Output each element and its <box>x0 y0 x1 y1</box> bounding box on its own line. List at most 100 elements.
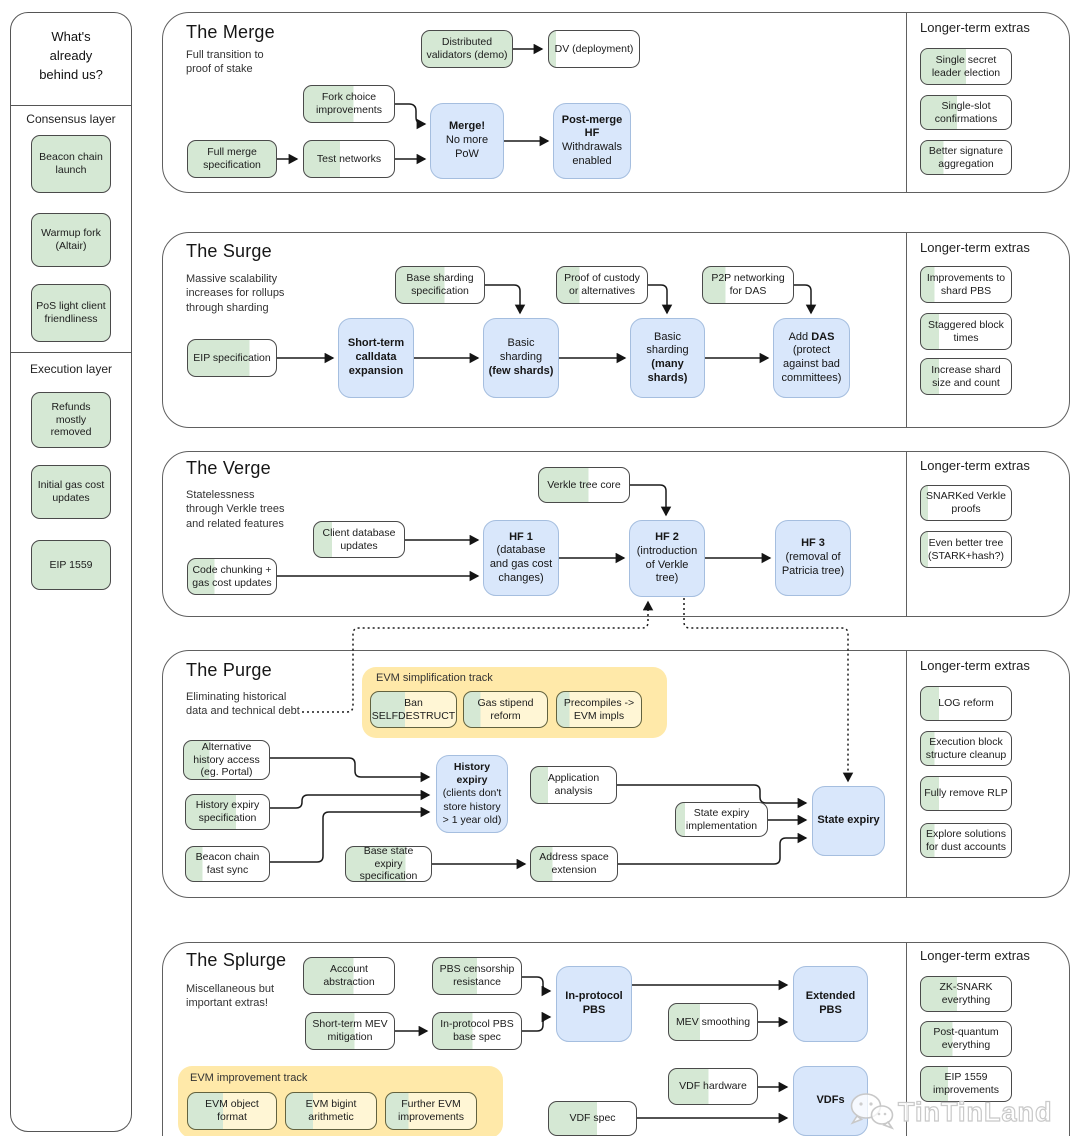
milestone-basic-sharding-many: Basic sharding (many shards) <box>630 318 705 398</box>
label: Post-quantum everything <box>933 1026 999 1051</box>
label: EIP 1559 improvements <box>933 1071 999 1096</box>
section-title-verge: The Verge <box>186 458 271 478</box>
extra-staggered-block-times: Staggered block times <box>920 313 1012 350</box>
extra-even-better-tree: Even better tree (STARK+hash?) <box>920 531 1012 568</box>
label: State expiry implementation <box>685 806 758 832</box>
track-evm-simplification-label: EVM simplification track <box>376 672 493 684</box>
node-short-term-mev-mitigation: Short-term MEV mitigation <box>305 1012 395 1050</box>
node-application-analysis: Application analysis <box>530 766 617 804</box>
label: Alternative history access (eg. Portal) <box>193 741 260 779</box>
label: In-protocol PBS base spec <box>440 1018 514 1043</box>
label: Base state expiry specification <box>359 845 418 883</box>
label: State expiry <box>817 814 880 827</box>
section-divider <box>906 13 907 192</box>
node-account-abstraction: Account abstraction <box>303 957 395 995</box>
milestone-in-protocol-pbs: In-protocol PBS <box>556 966 632 1042</box>
node-eip-specification: EIP specification <box>187 339 277 377</box>
node-alternative-history-access: Alternative history access (eg. Portal) <box>183 740 270 780</box>
section-subtitle-surge: Massive scalability increases for rollup… <box>186 273 285 314</box>
label: Increase shard size and count <box>931 363 1001 389</box>
label: Fully remove RLP <box>924 787 1008 800</box>
milestone-short-term-calldata-expansion: Short-term calldata expansion <box>338 318 414 398</box>
label: Beacon chain launch <box>39 151 103 176</box>
label: HF 1(database and gas cost changes) <box>489 530 553 584</box>
label: In-protocol PBS <box>565 990 623 1016</box>
node-gas-stipend-reform: Gas stipend reform <box>463 691 548 728</box>
node-pos-light-client: PoS light client friendliness <box>31 284 111 342</box>
label: Refunds mostly removed <box>50 401 92 439</box>
section-title-purge: The Purge <box>186 660 272 680</box>
node-initial-gas-cost-updates: Initial gas cost updates <box>31 465 111 519</box>
sidebar-divider <box>10 352 132 353</box>
node-p2p-networking-for-das: P2P networking for DAS <box>702 266 794 304</box>
label: Test networks <box>316 152 382 165</box>
section-subtitle-splurge: Miscellaneous but important extras! <box>186 983 275 1010</box>
node-refunds-removed: Refunds mostly removed <box>31 392 111 448</box>
label: Application analysis <box>547 772 600 797</box>
label: MEV smoothing <box>675 1015 751 1028</box>
node-distributed-validators-demo: Distributed validators (demo) <box>421 30 513 68</box>
node-evm-bigint-arithmetic: EVM bigint arithmetic <box>285 1092 377 1130</box>
label: Short-term MEV mitigation <box>312 1018 388 1043</box>
node-beacon-chain-launch: Beacon chain launch <box>31 135 111 193</box>
extra-improvements-shard-pbs: Improvements to shard PBS <box>920 266 1012 303</box>
extras-title-surge: Longer-term extras <box>920 240 1030 255</box>
label: Fork choice improvements <box>316 91 382 116</box>
section-divider <box>906 943 907 1136</box>
label: LOG reform <box>938 697 994 710</box>
node-beacon-chain-fast-sync: Beacon chain fast sync <box>185 846 270 882</box>
label: VDF spec <box>569 1112 616 1125</box>
section-divider <box>906 452 907 616</box>
node-further-evm-improvements: Further EVM improvements <box>385 1092 477 1130</box>
node-full-merge-specification: Full merge specification <box>187 140 277 178</box>
extra-log-reform: LOG reform <box>920 686 1012 721</box>
label: Basic sharding (few shards) <box>488 337 554 377</box>
node-proof-of-custody: Proof of custody or alternatives <box>556 266 648 304</box>
milestone-hf2: HF 2(introduction of Verkle tree) <box>629 520 705 597</box>
label: Execution block structure cleanup <box>925 735 1007 761</box>
label: EVM bigint arithmetic <box>305 1098 357 1123</box>
node-in-protocol-pbs-base-spec: In-protocol PBS base spec <box>432 1012 522 1050</box>
extra-better-signature-aggregation: Better signature aggregation <box>920 140 1012 175</box>
node-eip-1559: EIP 1559 <box>31 540 111 590</box>
label: Single secret leader election <box>931 53 1001 79</box>
section-title-splurge: The Splurge <box>186 950 287 970</box>
node-state-expiry-implementation: State expiry implementation <box>675 802 768 837</box>
extra-single-secret-leader-election: Single secret leader election <box>920 48 1012 85</box>
section-title-merge: The Merge <box>186 22 275 42</box>
milestone-hf3: HF 3(removal of Patricia tree) <box>775 520 851 596</box>
label: HF 3(removal of Patricia tree) <box>781 537 845 577</box>
extras-title-purge: Longer-term extras <box>920 658 1030 673</box>
label: EVM object format <box>205 1098 259 1123</box>
extras-title-verge: Longer-term extras <box>920 458 1030 473</box>
node-base-state-expiry-specification: Base state expiry specification <box>345 845 432 883</box>
extra-increase-shard-size: Increase shard size and count <box>920 358 1012 395</box>
label: Precompiles -> EVM impls <box>563 696 635 722</box>
node-client-database-updates: Client database updates <box>313 521 405 558</box>
label: Merge!No more PoW <box>445 120 489 160</box>
node-base-sharding-specification: Base sharding specification <box>395 266 485 304</box>
label: HF 2(introduction of Verkle tree) <box>636 531 698 585</box>
label: PBS censorship resistance <box>439 963 515 988</box>
label: History expiry(clients don't store histo… <box>442 761 502 826</box>
label: Single-slot confirmations <box>934 99 998 125</box>
label: Distributed validators (demo) <box>426 36 508 61</box>
label: Short-term calldata expansion <box>347 337 405 377</box>
label: History expiry specification <box>195 799 260 824</box>
label: Base sharding specification <box>406 272 474 297</box>
label: Initial gas cost updates <box>37 479 105 504</box>
label: DV (deployment) <box>554 42 634 55</box>
node-dv-deployment: DV (deployment) <box>548 30 640 68</box>
node-history-expiry-specification: History expiry specification <box>185 794 270 830</box>
sidebar-divider <box>10 105 132 106</box>
extra-fully-remove-rlp: Fully remove RLP <box>920 776 1012 811</box>
node-ban-selfdestruct: Ban SELFDESTRUCT <box>370 691 457 728</box>
label: PoS light client friendliness <box>36 300 106 325</box>
label: Further EVM improvements <box>398 1098 464 1123</box>
node-vdf-spec: VDF spec <box>548 1101 637 1136</box>
label: VDF hardware <box>679 1080 747 1093</box>
node-pbs-censorship-resistance: PBS censorship resistance <box>432 957 522 995</box>
